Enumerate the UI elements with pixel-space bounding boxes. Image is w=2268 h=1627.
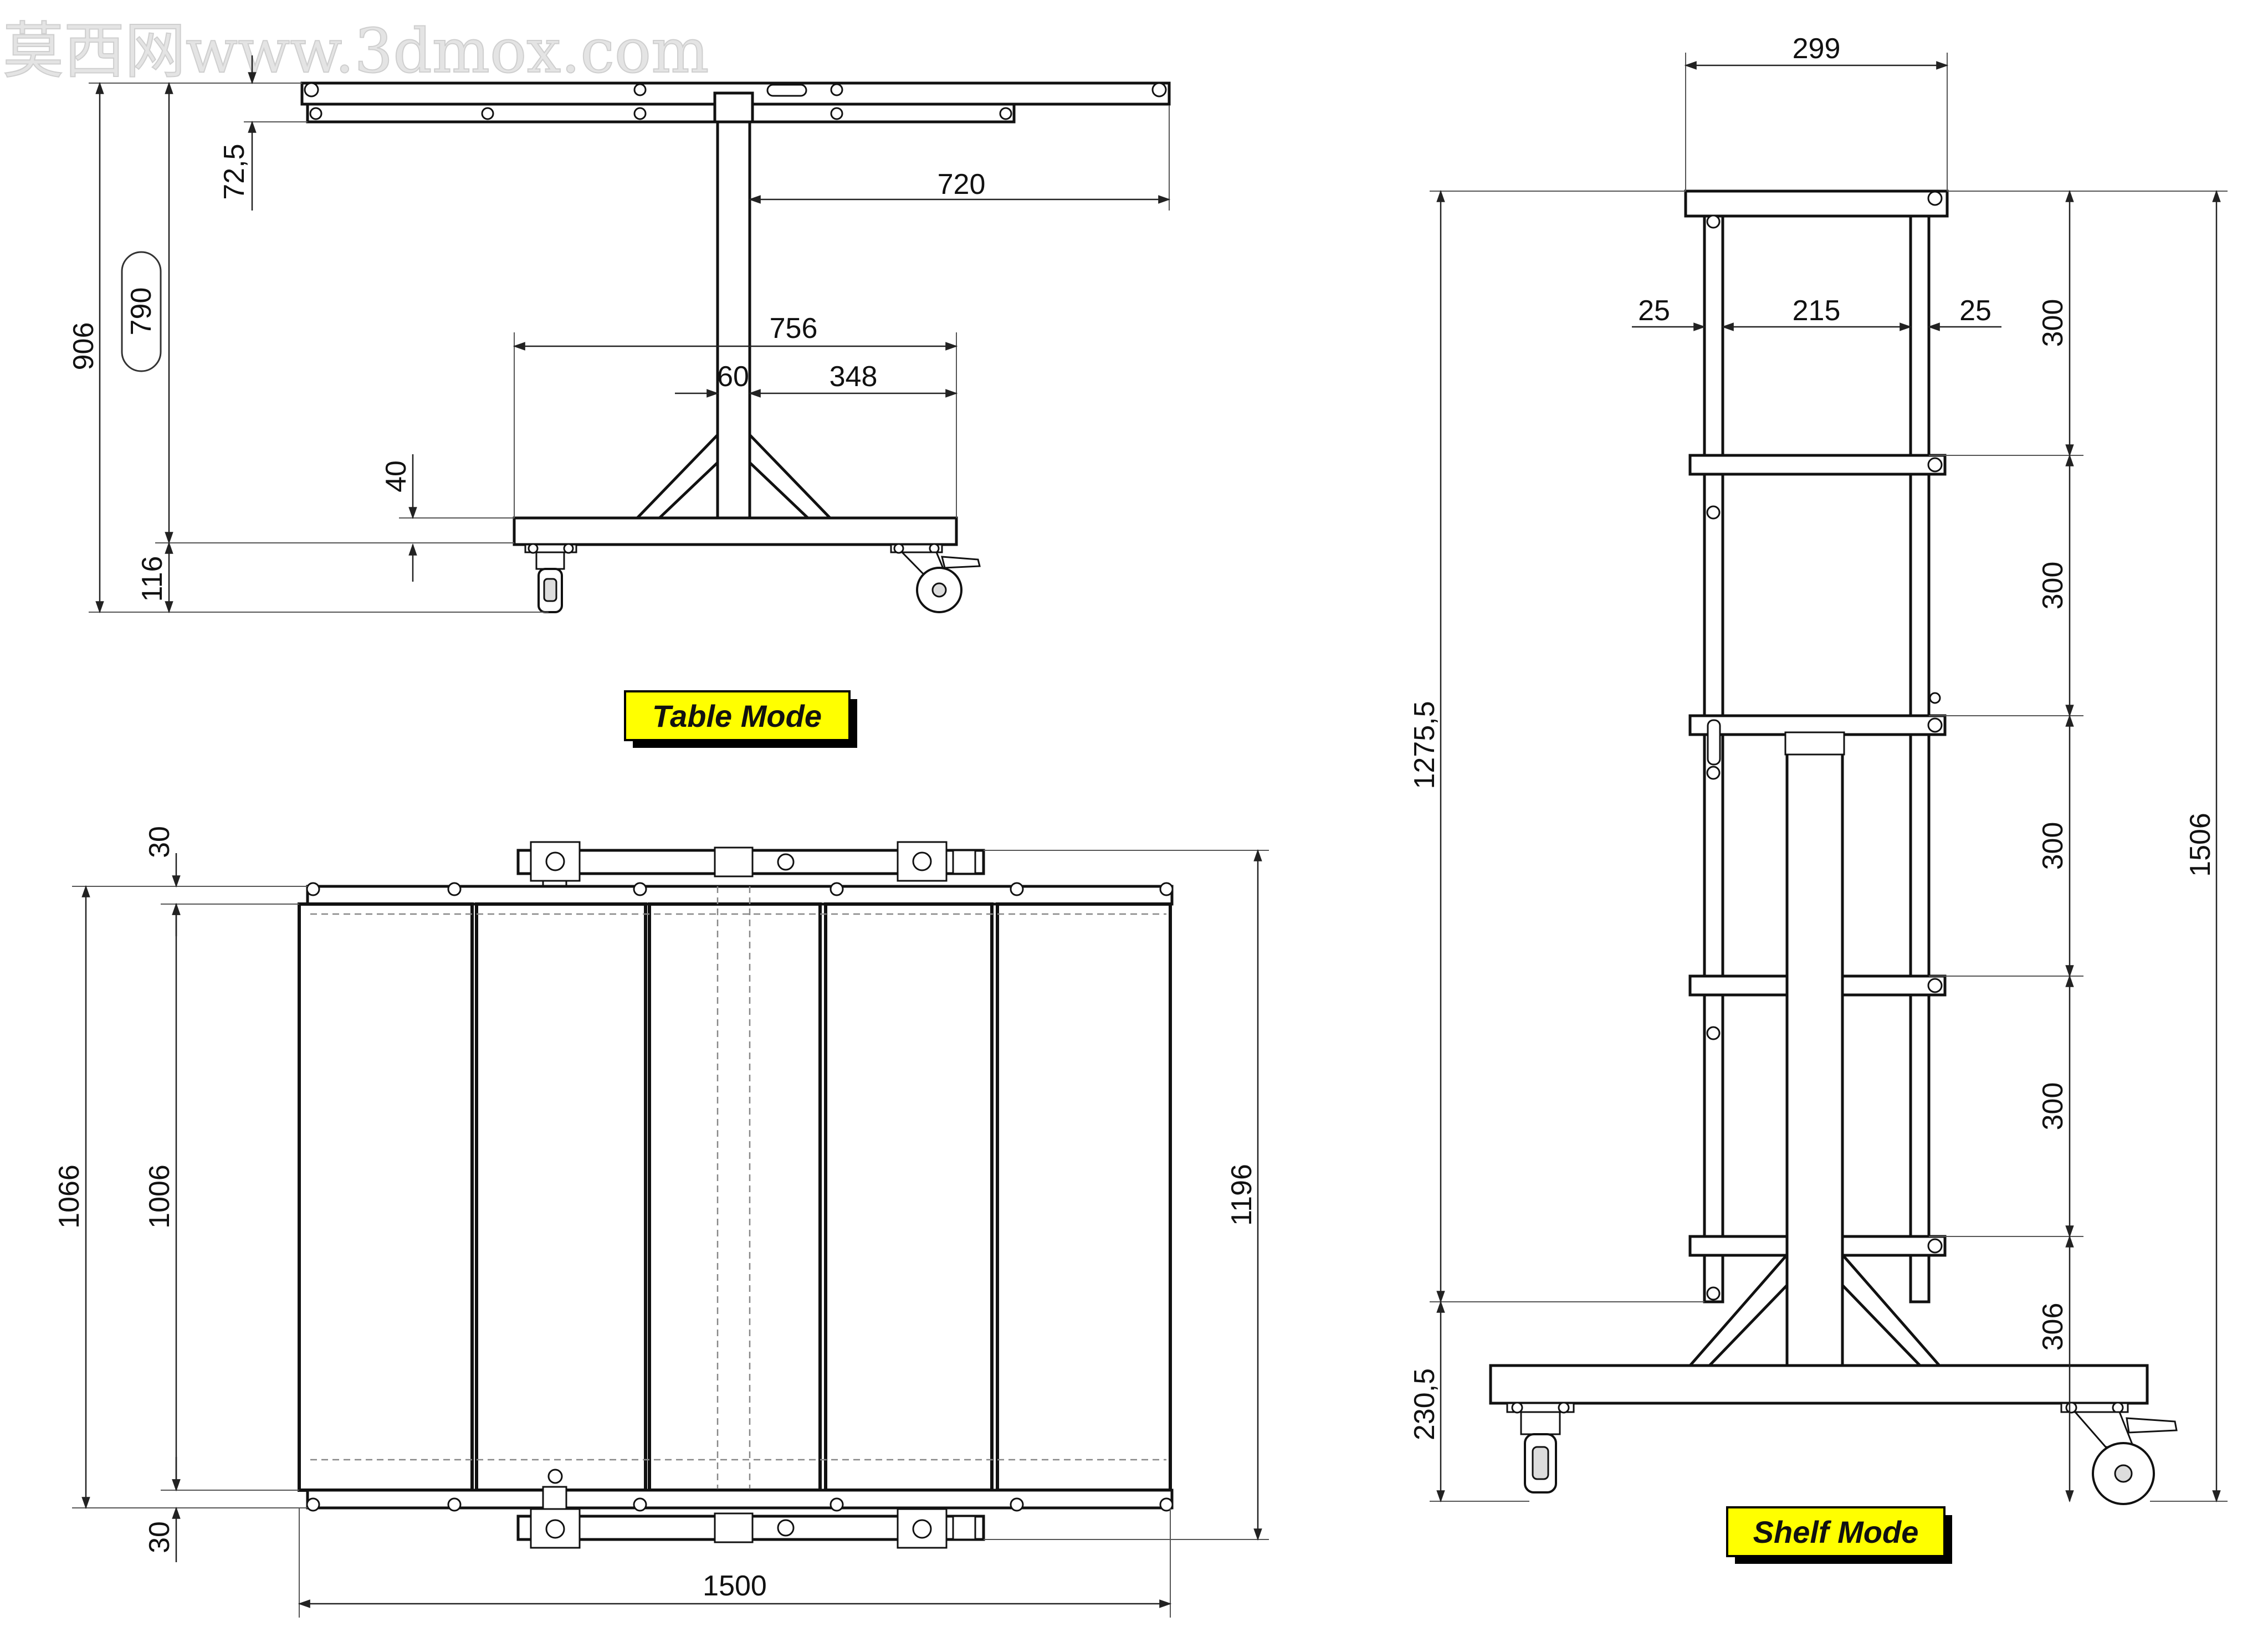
panel-2 [475, 902, 647, 1492]
shelf-mode-text: Shelf Mode [1753, 1515, 1919, 1549]
dim-230-5: 230,5 [1409, 1368, 1441, 1440]
shelf-caster-left [1506, 1402, 1575, 1493]
table-top-bolts [304, 82, 1167, 120]
hinge-top-right [897, 841, 976, 882]
dim-720: 720 [938, 168, 986, 201]
top-rail-bolts [306, 882, 1174, 896]
dim-1506: 1506 [2184, 813, 2216, 877]
hinge-bottom-left [530, 1469, 581, 1549]
table-mode-label: Table Mode [624, 690, 857, 748]
bottom-long-rail [306, 1489, 1174, 1510]
dim-215: 215 [1793, 295, 1841, 327]
brace-right [748, 431, 833, 520]
dim-300-4: 300 [2037, 1082, 2069, 1131]
dim-60: 60 [717, 361, 749, 393]
bottom-rail-bolts [306, 1497, 1174, 1512]
caster-right [890, 543, 981, 613]
dim-116: 116 [136, 556, 168, 602]
dim-348: 348 [830, 361, 878, 393]
dim-40: 40 [380, 460, 412, 492]
shelf-mode-label: Shelf Mode [1726, 1506, 1952, 1564]
hinge-bottom-right [897, 1508, 976, 1549]
table-mode-text: Table Mode [652, 699, 822, 733]
dim-30-top: 30 [144, 826, 176, 858]
dim-906: 906 [68, 322, 100, 371]
dim-300-2: 300 [2037, 562, 2069, 610]
dim-299: 299 [1793, 33, 1841, 65]
panel-4 [824, 902, 994, 1492]
dim-1275-5: 1275,5 [1409, 701, 1441, 789]
shelf-base-beam [1489, 1364, 2149, 1405]
shelf-top-bar [1684, 189, 1949, 218]
shelf-bolts [1706, 191, 1943, 1301]
shelf-side-view: 299 25 215 25 1275,5 230,5 1506 300 [1409, 33, 2228, 1505]
caster-left [524, 543, 577, 613]
dim-1006: 1006 [144, 1164, 176, 1229]
dim-25-left: 25 [1638, 295, 1670, 327]
dim-1500: 1500 [703, 1570, 767, 1602]
brace-left [634, 431, 719, 520]
center-column [716, 120, 751, 520]
watermark-text: 莫西网www.3dmox.com [3, 16, 709, 86]
dim-300-1: 300 [2037, 299, 2069, 347]
dim-790: 790 [125, 288, 157, 336]
shelf-center-column [1785, 735, 1844, 1367]
dim-25-right: 25 [1959, 295, 1991, 327]
dim-790-box [121, 251, 162, 372]
table-side-view: 720 756 60 348 906 790 72,5 116 40 [68, 55, 1171, 614]
dim-30-bottom: 30 [144, 1521, 176, 1553]
dim-306: 306 [2037, 1303, 2069, 1351]
panel-1 [298, 902, 474, 1492]
panel-5 [996, 902, 1172, 1492]
table-top-rail-lower [306, 102, 1016, 124]
shelf-caster-right [2060, 1402, 2178, 1505]
dim-1196: 1196 [1226, 1164, 1258, 1226]
dim-300-3: 300 [2037, 822, 2069, 870]
table-top-view: 30 1066 1006 30 1196 1500 [53, 826, 1269, 1618]
panel-3 [648, 902, 822, 1492]
base-beam [513, 516, 958, 546]
column-head-plate [713, 91, 754, 124]
top-long-rail [306, 885, 1174, 906]
dim-1066: 1066 [53, 1164, 85, 1229]
dim-72-5: 72,5 [218, 143, 250, 199]
shelf-upright-right [1909, 214, 1931, 1303]
shelf-bar-1 [1688, 454, 1947, 476]
dim-756: 756 [770, 312, 818, 345]
